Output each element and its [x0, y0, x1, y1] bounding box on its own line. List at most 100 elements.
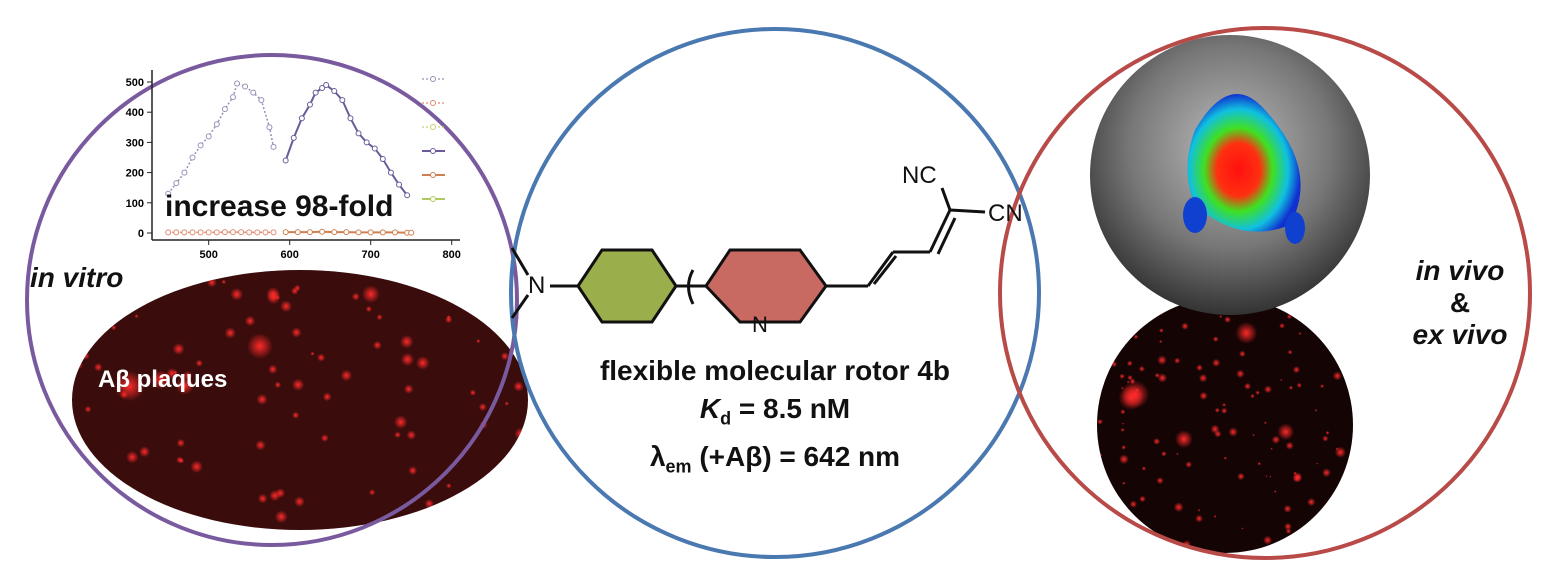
series-2-point: [165, 229, 172, 236]
plaque-spot: [1265, 475, 1268, 478]
kd-symbol: K: [699, 393, 721, 424]
series-4-point: [363, 139, 370, 146]
plaque-spot: [1119, 373, 1125, 380]
plaque-spot: [172, 343, 185, 355]
series-4-point: [347, 115, 354, 122]
series-2-point: [197, 229, 204, 236]
plaque-spot: [1126, 360, 1133, 367]
plaque-spot: [1320, 384, 1325, 389]
plaque-spot: [294, 496, 305, 507]
plaque-spot: [1239, 350, 1246, 358]
plaque-spot: [1196, 364, 1203, 372]
plaque-spot: [1255, 390, 1260, 395]
plaque-spot: [317, 353, 326, 362]
series-1-line: [167, 82, 275, 195]
plaque-spot: [1102, 343, 1107, 348]
heat-spot-left: [1183, 197, 1207, 233]
series-5-point: [379, 229, 386, 236]
plaque-spot: [1279, 322, 1285, 329]
series-4-point: [319, 85, 326, 92]
fluorescence-heatmap: [1187, 94, 1301, 232]
plaque-spot: [394, 431, 401, 439]
plaque-spot: [1135, 388, 1140, 393]
plaque-spot: [476, 338, 481, 344]
plaque-spot: [139, 446, 150, 458]
plaque-spot: [1223, 456, 1227, 460]
series-4-point: [290, 134, 297, 141]
series-4-point: [312, 89, 319, 96]
series-2-point: [238, 229, 245, 236]
in-vivo-text: in vivo: [1415, 255, 1505, 286]
plaque-spot: [1097, 541, 1105, 549]
ex-vivo-text: ex vivo: [1412, 319, 1508, 350]
plaque-spot: [1257, 461, 1262, 466]
plaque-spot: [1296, 382, 1302, 388]
plaque-spot: [1121, 386, 1124, 390]
series-2-point: [230, 229, 236, 236]
plaque-spot: [224, 327, 236, 339]
plaque-spot: [504, 500, 518, 514]
plaque-spot: [269, 489, 281, 502]
plaque-spot: [372, 340, 382, 350]
series-1-point: [213, 121, 220, 128]
plaque-spot: [173, 370, 178, 375]
pyridine-nitrogen: N: [752, 312, 768, 337]
lambda-value: (+Aβ) = 642 nm: [691, 440, 901, 472]
amine-nitrogen: N: [528, 272, 546, 299]
plaque-spot: [1097, 347, 1105, 355]
plaque-spot: [1119, 454, 1129, 465]
plaque-spot: [1344, 364, 1348, 368]
plaque-spot: [1161, 451, 1167, 457]
plaque-spot: [1269, 475, 1272, 478]
plaque-spot: [230, 287, 244, 301]
plaque-spot: [1298, 332, 1302, 336]
plaque-spot: [1237, 472, 1245, 481]
plaque-spot: [108, 311, 118, 321]
plaque-spot: [1244, 382, 1252, 390]
y-tick-label: 300: [126, 137, 144, 149]
ampersand: &: [1449, 287, 1471, 318]
plaque-spot: [175, 376, 194, 395]
plaque-spot: [221, 279, 227, 285]
series-4-point: [404, 192, 411, 199]
plaque-spot: [134, 314, 139, 319]
series-2-point: [181, 229, 188, 236]
plaque-spot: [1121, 380, 1150, 409]
plaque-spot: [291, 327, 302, 338]
plaque-spot: [1121, 445, 1127, 450]
plaque-spot: [1307, 535, 1313, 542]
plaque-spot: [1283, 504, 1292, 513]
series-4-point: [355, 130, 362, 137]
plaque-spot: [150, 370, 170, 390]
series-5-point: [408, 229, 415, 236]
legend-marker: [430, 148, 436, 154]
plaque-spot: [1111, 361, 1118, 368]
plaque-spot: [1340, 521, 1344, 526]
plaque-spot: [274, 381, 282, 389]
series-2-point: [221, 229, 228, 236]
series-5-point: [282, 229, 289, 236]
plaque-spot: [1139, 495, 1146, 503]
plaque-spot: [1235, 322, 1258, 344]
series-1-point: [165, 190, 172, 197]
plaque-spot: [81, 494, 114, 526]
phenyl-ring: [576, 248, 678, 324]
plaque-spot: [1335, 447, 1339, 451]
plaque-spot: [1099, 453, 1103, 457]
series-4-point: [331, 88, 338, 95]
series-4-point: [298, 115, 305, 122]
plaque-spot: [1120, 427, 1125, 432]
plaque-spot: [1122, 481, 1126, 485]
plaque-spot: [1141, 466, 1147, 471]
x-tick-label: 500: [200, 249, 218, 261]
plaque-micrograph: [72, 270, 528, 530]
plaque-spot: [1142, 315, 1146, 320]
plaque-spot: [1228, 427, 1238, 437]
plaque-spot: [361, 285, 380, 304]
series-2-point: [246, 229, 253, 236]
plaque-spot: [274, 510, 288, 524]
plaque-spot: [1280, 378, 1283, 382]
plaque-spot: [1129, 327, 1133, 332]
plaque-spot: [292, 411, 300, 419]
plaque-spot: [1138, 365, 1145, 372]
